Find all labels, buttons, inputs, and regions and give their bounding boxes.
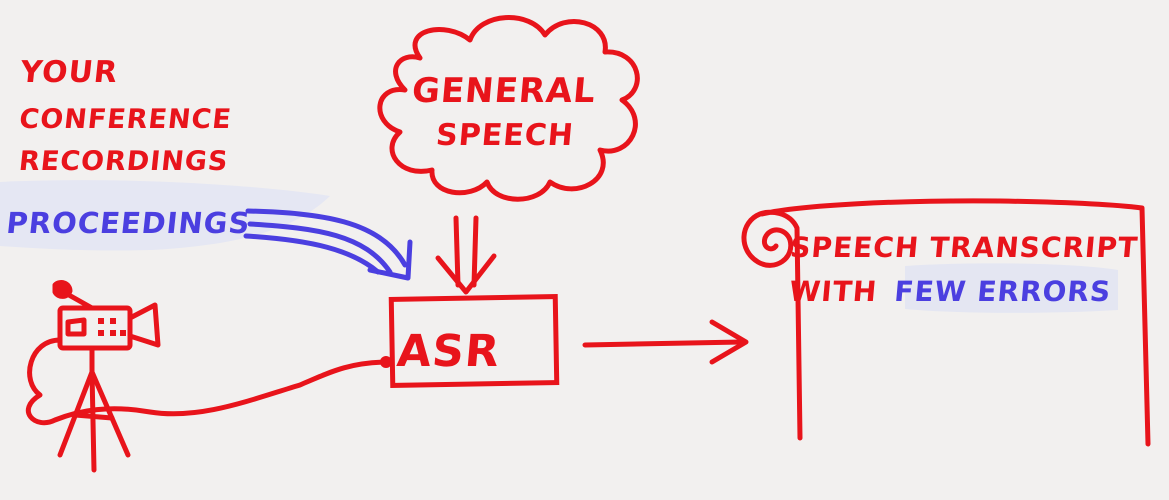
asr-box-frame: [388, 294, 560, 388]
proceedings-highlight: [0, 180, 330, 251]
scroll-outline: [741, 198, 1151, 447]
general-speech-cloud: GENERAL SPEECH: [377, 15, 640, 202]
transcript-text: SPEECH TRANSCRIPT WITH FEW ERRORS: [788, 231, 1139, 308]
proceedings-arrow: [243, 208, 413, 281]
cloud-label-speech: SPEECH: [435, 118, 576, 153]
cloud-shape: [377, 15, 640, 202]
few-errors-highlight: [905, 263, 1118, 313]
transcript-line-2-blue: FEW ERRORS: [893, 275, 1112, 308]
cable-plug: [380, 356, 392, 368]
recordings-label: YOUR CONFERENCE RECORDINGS: [17, 55, 233, 177]
asr-box: ASR: [388, 294, 560, 388]
asr-to-transcript-arrow: [582, 319, 749, 365]
recordings-line-1: YOUR: [18, 55, 120, 90]
recordings-line-3: RECORDINGS: [17, 146, 230, 177]
video-camera-on-tripod-icon: [25, 280, 393, 473]
transcript-scroll: [741, 198, 1151, 447]
proceedings-label: PROCEEDINGS: [5, 206, 252, 240]
transcript-line-2-red: WITH: [788, 275, 879, 308]
cloud-label-general: GENERAL: [410, 71, 597, 111]
recordings-line-2: CONFERENCE: [18, 104, 234, 135]
cloud-to-asr-arrow: [435, 215, 497, 295]
asr-label: ASR: [395, 326, 502, 377]
transcript-line-1: SPEECH TRANSCRIPT: [789, 231, 1140, 264]
